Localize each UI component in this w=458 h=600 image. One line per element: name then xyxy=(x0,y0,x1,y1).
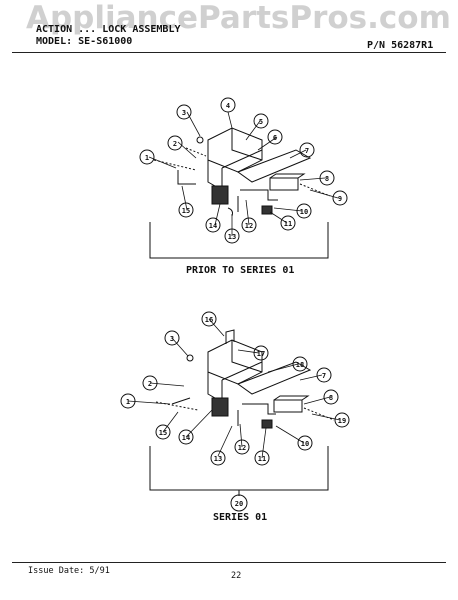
callout-top-1: 1 xyxy=(145,154,149,162)
header-rule xyxy=(12,52,446,53)
issue-date: Issue Date: 5/91 xyxy=(28,566,110,576)
footer-rule xyxy=(12,562,446,563)
callout-top-13: 13 xyxy=(228,233,236,241)
callout-top-12: 12 xyxy=(245,222,253,230)
callout-bottom-17: 17 xyxy=(257,350,265,358)
callout-top-7: 7 xyxy=(305,147,309,155)
part-number: P/N 56287R1 xyxy=(367,40,434,51)
callout-bottom-1: 1 xyxy=(126,398,130,406)
callout-group-20: 20 xyxy=(235,500,243,508)
callout-top-4: 4 xyxy=(226,102,230,110)
callout-bottom-2: 2 xyxy=(148,380,152,388)
callout-top-15: 15 xyxy=(182,207,190,215)
top-assembly-drawing xyxy=(153,127,331,217)
callout-bottom-13: 13 xyxy=(214,455,222,463)
callout-bottom-16: 16 xyxy=(205,316,213,324)
callout-bottom-7: 7 xyxy=(322,372,326,380)
callout-top-8: 8 xyxy=(325,175,329,183)
callout-top-6: 6 xyxy=(273,134,277,142)
callout-top-14: 14 xyxy=(209,222,217,230)
callout-bottom-8: 8 xyxy=(329,394,333,402)
bottom-assembly-drawing xyxy=(155,329,335,429)
callout-bottom-18: 18 xyxy=(296,361,304,369)
bottom-diagram-caption: SERIES 01 xyxy=(213,512,268,523)
callout-top-10: 10 xyxy=(300,208,308,216)
callout-bottom-14: 14 xyxy=(182,434,190,442)
callout-bottom-12: 12 xyxy=(238,444,246,452)
top-diagram-caption: PRIOR TO SERIES 01 xyxy=(186,265,295,276)
callout-top-2: 2 xyxy=(173,140,177,148)
callout-top-9: 9 xyxy=(338,195,342,203)
callout-top-11: 11 xyxy=(284,220,292,228)
callout-bottom-3: 3 xyxy=(170,335,174,343)
callout-bottom-19: 19 xyxy=(338,417,346,425)
model-number: MODEL: SE-S61000 xyxy=(36,36,133,47)
page-title: ACTION ... LOCK ASSEMBLY xyxy=(36,24,181,35)
callout-bottom-15: 15 xyxy=(159,429,167,437)
callout-top-3: 3 xyxy=(182,109,186,117)
callout-bottom-10: 10 xyxy=(301,440,309,448)
page-number: 22 xyxy=(231,571,242,581)
callout-top-5: 5 xyxy=(259,118,263,126)
callout-circles xyxy=(120,97,350,512)
callout-bottom-11: 11 xyxy=(258,455,266,463)
